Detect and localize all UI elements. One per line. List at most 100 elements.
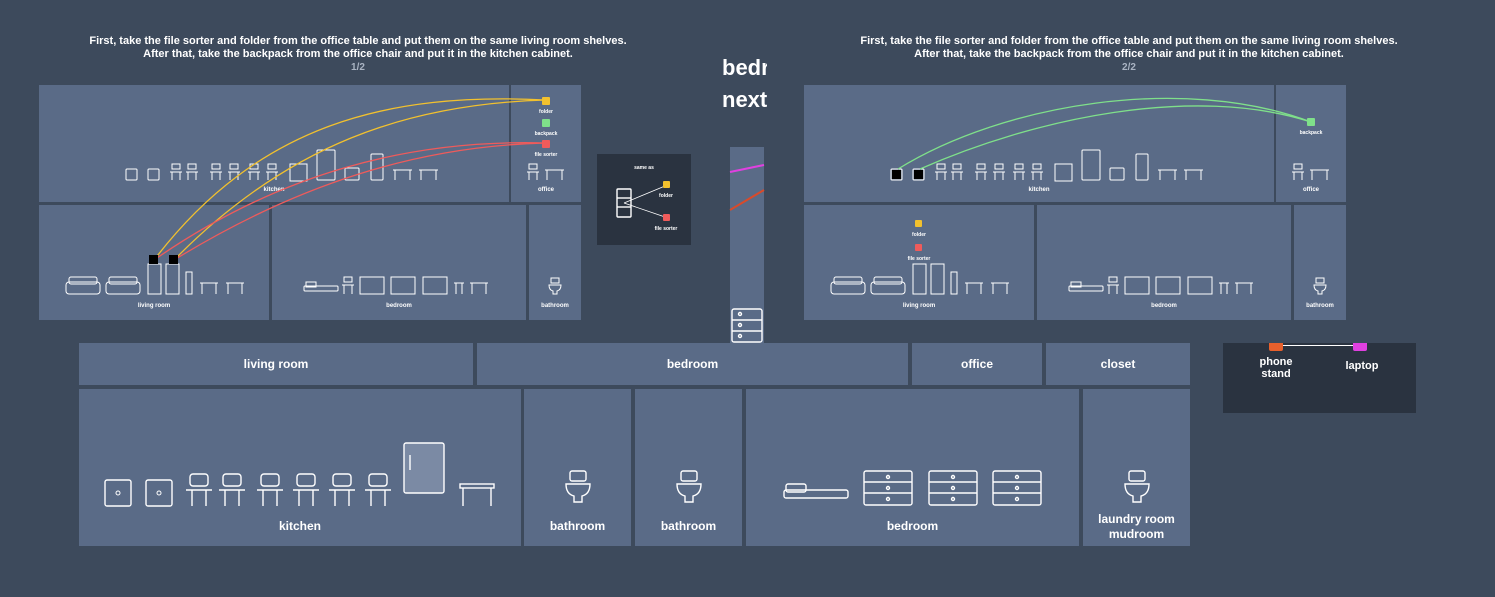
room-label: living room bbox=[243, 357, 309, 371]
p1-room-bathroom[interactable]: bathroom bbox=[529, 205, 581, 320]
instruction-line-2: After that, take the backpack from the o… bbox=[914, 48, 1344, 60]
dresser-icon bbox=[359, 276, 385, 295]
toilet-icon bbox=[676, 470, 702, 503]
chair-icon bbox=[975, 163, 987, 180]
table-icon bbox=[226, 282, 244, 294]
file-sorter-arc bbox=[173, 142, 547, 261]
room-label: bathroom bbox=[549, 519, 606, 533]
bed-icon bbox=[783, 483, 849, 499]
object-label-folder: folder bbox=[912, 232, 926, 238]
shelf-icon bbox=[930, 263, 945, 295]
table-icon bbox=[419, 169, 438, 180]
same-as-box: same as folder file sorter bbox=[597, 154, 691, 245]
sofa-icon bbox=[830, 276, 866, 295]
same-as-item-file-sorter: file sorter bbox=[655, 226, 678, 232]
folder-swatch bbox=[915, 220, 922, 227]
backpack-arc bbox=[897, 97, 1312, 170]
toilet-icon bbox=[1313, 277, 1327, 295]
dresser-icon bbox=[1124, 276, 1150, 295]
panel-step-2: kitchen office living room bedroom bathr… bbox=[803, 84, 1347, 321]
room-laundry[interactable]: laundry room mudroom bbox=[1083, 389, 1190, 546]
table-icon bbox=[545, 169, 564, 180]
p1-room-bedroom[interactable]: bedroom bbox=[272, 205, 526, 320]
table-icon bbox=[1310, 169, 1329, 180]
chair-icon bbox=[1013, 163, 1025, 180]
object-label-backpack: backpack bbox=[535, 131, 558, 137]
room-bedroom-bottom[interactable]: bedroom bbox=[746, 389, 1079, 546]
room-bathroom-2[interactable]: bathroom bbox=[635, 389, 742, 546]
backpack-arc bbox=[919, 105, 1312, 170]
room-label: bedroom bbox=[386, 303, 412, 309]
table-icon bbox=[459, 483, 495, 506]
room-label: bedroom bbox=[886, 519, 939, 533]
room-label: bedroom bbox=[1151, 303, 1177, 309]
chair-icon bbox=[210, 163, 222, 180]
p2-furniture: backpack folder file sorter bbox=[830, 97, 1329, 295]
legend-connector bbox=[1283, 345, 1353, 346]
p2-room-bedroom[interactable]: bedroom bbox=[1037, 205, 1291, 320]
room-kitchen[interactable]: kitchen bbox=[79, 389, 521, 546]
instruction-line-1: First, take the file sorter and folder f… bbox=[89, 35, 627, 47]
shelf-icon bbox=[147, 263, 162, 295]
chair-icon bbox=[365, 473, 391, 506]
background-strip bbox=[730, 147, 764, 343]
chair-icon bbox=[1031, 163, 1043, 180]
object-label-file-sorter: file sorter bbox=[908, 256, 931, 262]
table-icon bbox=[393, 169, 412, 180]
sofa-icon bbox=[870, 276, 906, 295]
cabinet-icon bbox=[104, 479, 132, 507]
dresser-icon bbox=[992, 470, 1042, 506]
fridge-icon bbox=[316, 149, 336, 181]
instruction-line-2: After that, take the backpack from the o… bbox=[143, 48, 573, 60]
chair-icon bbox=[993, 163, 1005, 180]
instruction-left: First, take the file sorter and folder f… bbox=[39, 35, 677, 74]
room-label: bedroom bbox=[666, 357, 719, 371]
sofa-icon bbox=[65, 276, 101, 295]
fridge-icon bbox=[1081, 149, 1101, 181]
table-icon bbox=[991, 282, 1009, 294]
room-label: bathroom bbox=[1306, 303, 1334, 309]
file-sorter-swatch bbox=[915, 244, 922, 251]
table-icon bbox=[1235, 282, 1253, 294]
p1-furniture: folder backpack file sorter bbox=[65, 97, 564, 295]
chair-icon bbox=[1107, 276, 1119, 294]
instruction-right: First, take the file sorter and folder f… bbox=[804, 35, 1454, 74]
room-closet[interactable]: closet bbox=[1046, 343, 1190, 385]
cabinet-icon bbox=[125, 168, 138, 181]
cabinet-icon bbox=[145, 479, 173, 507]
folder-arc bbox=[153, 98, 547, 261]
folder-swatch bbox=[542, 97, 550, 105]
dresser-icon bbox=[928, 470, 978, 506]
object-label-file-sorter: file sorter bbox=[535, 152, 558, 158]
file-sorter-swatch bbox=[663, 214, 670, 221]
room-office[interactable]: office bbox=[912, 343, 1042, 385]
chair-icon bbox=[186, 163, 198, 180]
nightstand-icon bbox=[454, 282, 464, 294]
lamp-icon bbox=[185, 271, 193, 295]
chair-icon bbox=[266, 163, 278, 180]
room-bathroom-1[interactable]: bathroom bbox=[524, 389, 631, 546]
folder-swatch bbox=[663, 181, 670, 188]
shelf-icon bbox=[165, 263, 180, 295]
p1-room-kitchen[interactable]: kitchen bbox=[39, 85, 509, 202]
bed-icon bbox=[303, 281, 339, 292]
chair-icon bbox=[527, 163, 539, 180]
background-word-1: bedr bbox=[722, 55, 767, 80]
p2-room-bathroom[interactable]: bathroom bbox=[1294, 205, 1346, 320]
target-marker bbox=[169, 255, 178, 264]
dresser-icon bbox=[390, 276, 416, 295]
lamp-icon bbox=[950, 271, 958, 295]
p2-room-office[interactable]: office bbox=[1276, 85, 1346, 202]
room-bedroom-top[interactable]: bedroom bbox=[477, 343, 908, 385]
p2-room-kitchen[interactable]: kitchen bbox=[804, 85, 1274, 202]
sofa-icon bbox=[105, 276, 141, 295]
file-sorter-swatch bbox=[542, 140, 550, 148]
chair-icon bbox=[257, 473, 283, 506]
backpack-swatch bbox=[542, 119, 550, 127]
same-as-title: same as bbox=[634, 165, 654, 171]
room-living-room[interactable]: living room bbox=[79, 343, 473, 385]
room-label: bathroom bbox=[660, 519, 717, 533]
toilet-icon bbox=[548, 277, 562, 295]
legend-box: phone stand laptop bbox=[1223, 343, 1416, 413]
